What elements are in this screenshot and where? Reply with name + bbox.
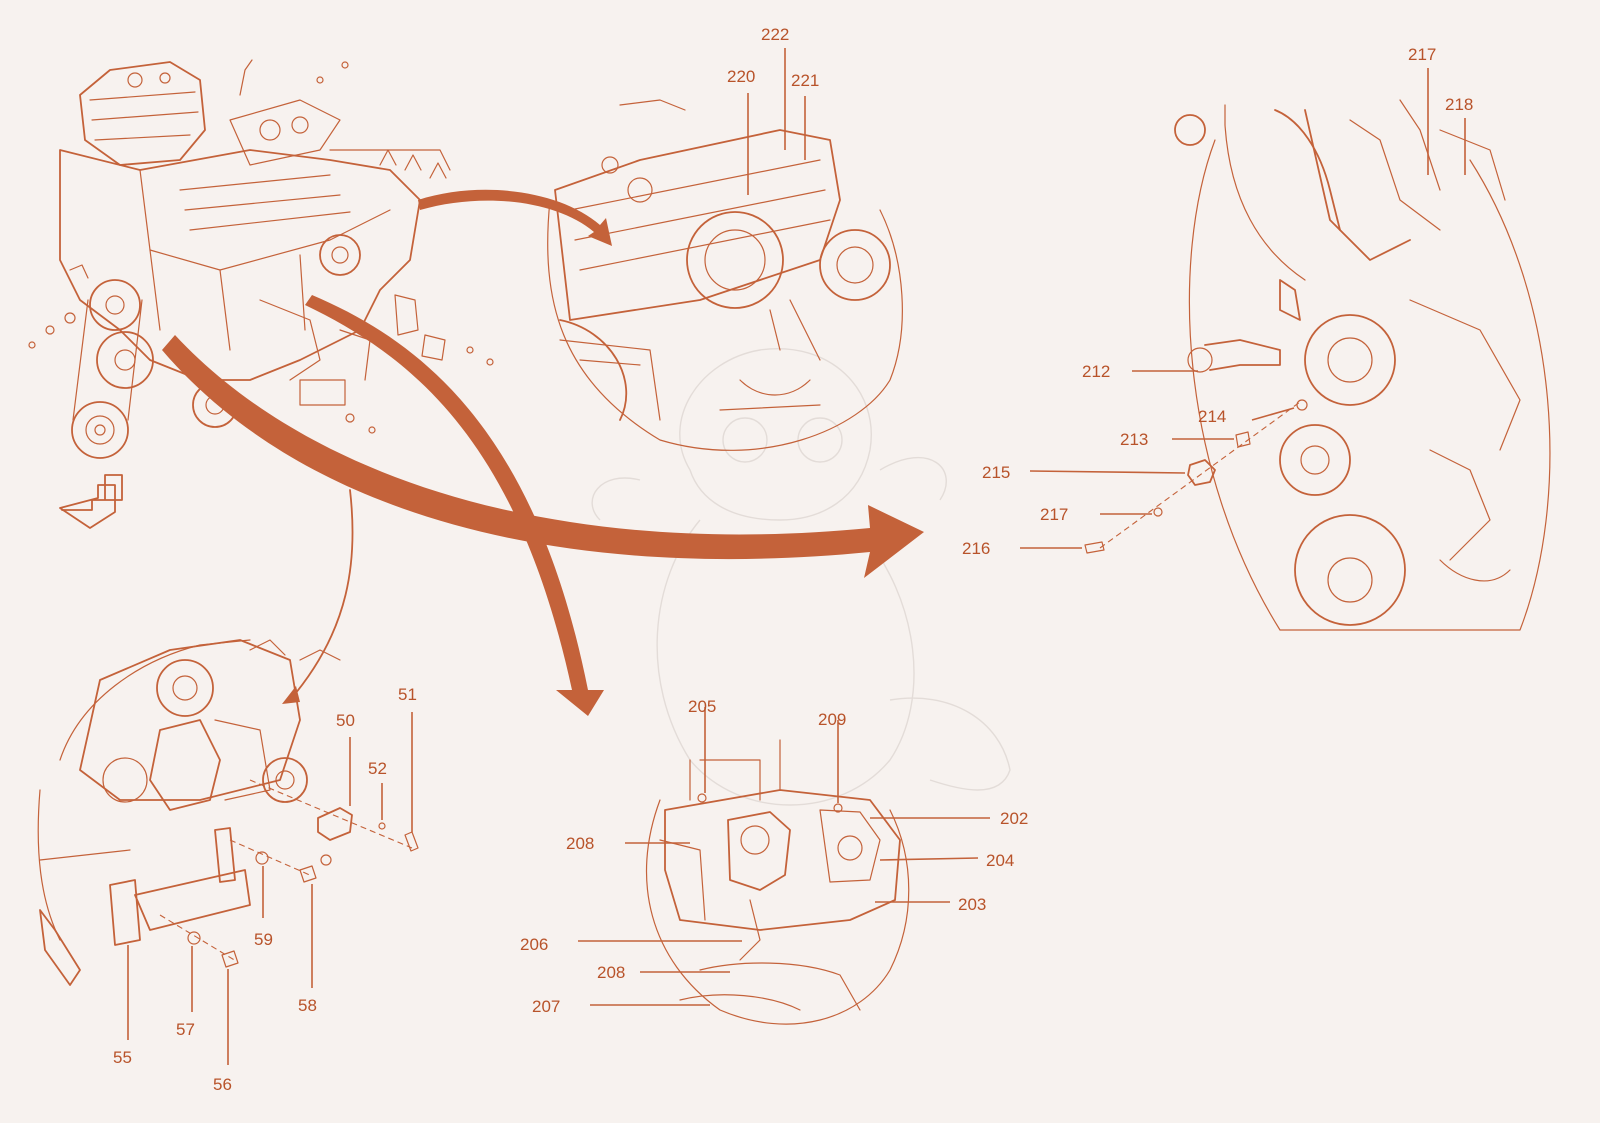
- callout-208-top: 208: [566, 834, 594, 853]
- callout-207: 207: [532, 997, 560, 1016]
- callout-212: 212: [1082, 362, 1110, 381]
- callout-202: 202: [1000, 809, 1028, 828]
- callout-59: 59: [254, 930, 273, 949]
- part-52-washer: [378, 822, 386, 830]
- part-51-bolt: [404, 831, 419, 852]
- callout-204: 204: [986, 851, 1014, 870]
- main-engine-assembly: [28, 59, 494, 459]
- part-217-washer: [1153, 507, 1163, 517]
- lower-left-detail-view: [37, 639, 419, 1065]
- callout-218: 218: [1445, 95, 1473, 114]
- part-59-washer: [255, 851, 269, 865]
- callout-56: 56: [213, 1075, 232, 1094]
- lower-center-detail-view: [578, 707, 990, 1025]
- leader-204: [879, 857, 979, 861]
- callout-labels: 222 220 221 217 218 212 214 213 215 217 …: [113, 25, 1473, 1094]
- callout-206: 206: [520, 935, 548, 954]
- top-detail-view: [547, 48, 903, 451]
- part-58-bolt: [299, 865, 317, 883]
- callout-216: 216: [962, 539, 990, 558]
- part-50-sensor: [317, 807, 353, 841]
- callout-217-top: 217: [1408, 45, 1436, 64]
- part-57-washer: [187, 931, 201, 945]
- part-56-bolt: [221, 950, 239, 968]
- callout-220: 220: [727, 67, 755, 86]
- callout-209: 209: [818, 710, 846, 729]
- callout-203: 203: [958, 895, 986, 914]
- callout-221: 221: [791, 71, 819, 90]
- callout-51: 51: [398, 685, 417, 704]
- callout-58: 58: [298, 996, 317, 1015]
- callout-52: 52: [368, 759, 387, 778]
- part-214-washer: [1296, 399, 1308, 411]
- callout-50: 50: [336, 711, 355, 730]
- view-direction-arrow-icon: [59, 474, 123, 529]
- callout-205: 205: [688, 697, 716, 716]
- part-216-bolt: [1084, 541, 1105, 554]
- callout-214: 214: [1198, 407, 1226, 426]
- watermark-figure: [591, 348, 1011, 806]
- callout-208-low: 208: [597, 963, 625, 982]
- callout-217-low: 217: [1040, 505, 1068, 524]
- callout-57: 57: [176, 1020, 195, 1039]
- part-55-bracket: [109, 827, 251, 946]
- callout-213: 213: [1120, 430, 1148, 449]
- flow-arrow-icon: [162, 189, 924, 716]
- part-213-fitting: [1235, 431, 1251, 448]
- leader-215: [1029, 470, 1186, 474]
- callout-55: 55: [113, 1048, 132, 1067]
- right-detail-view: [1020, 68, 1551, 631]
- part-215-sensor: [1187, 459, 1216, 486]
- leader-214: [1251, 407, 1295, 421]
- callout-222: 222: [761, 25, 789, 44]
- callout-215: 215: [982, 463, 1010, 482]
